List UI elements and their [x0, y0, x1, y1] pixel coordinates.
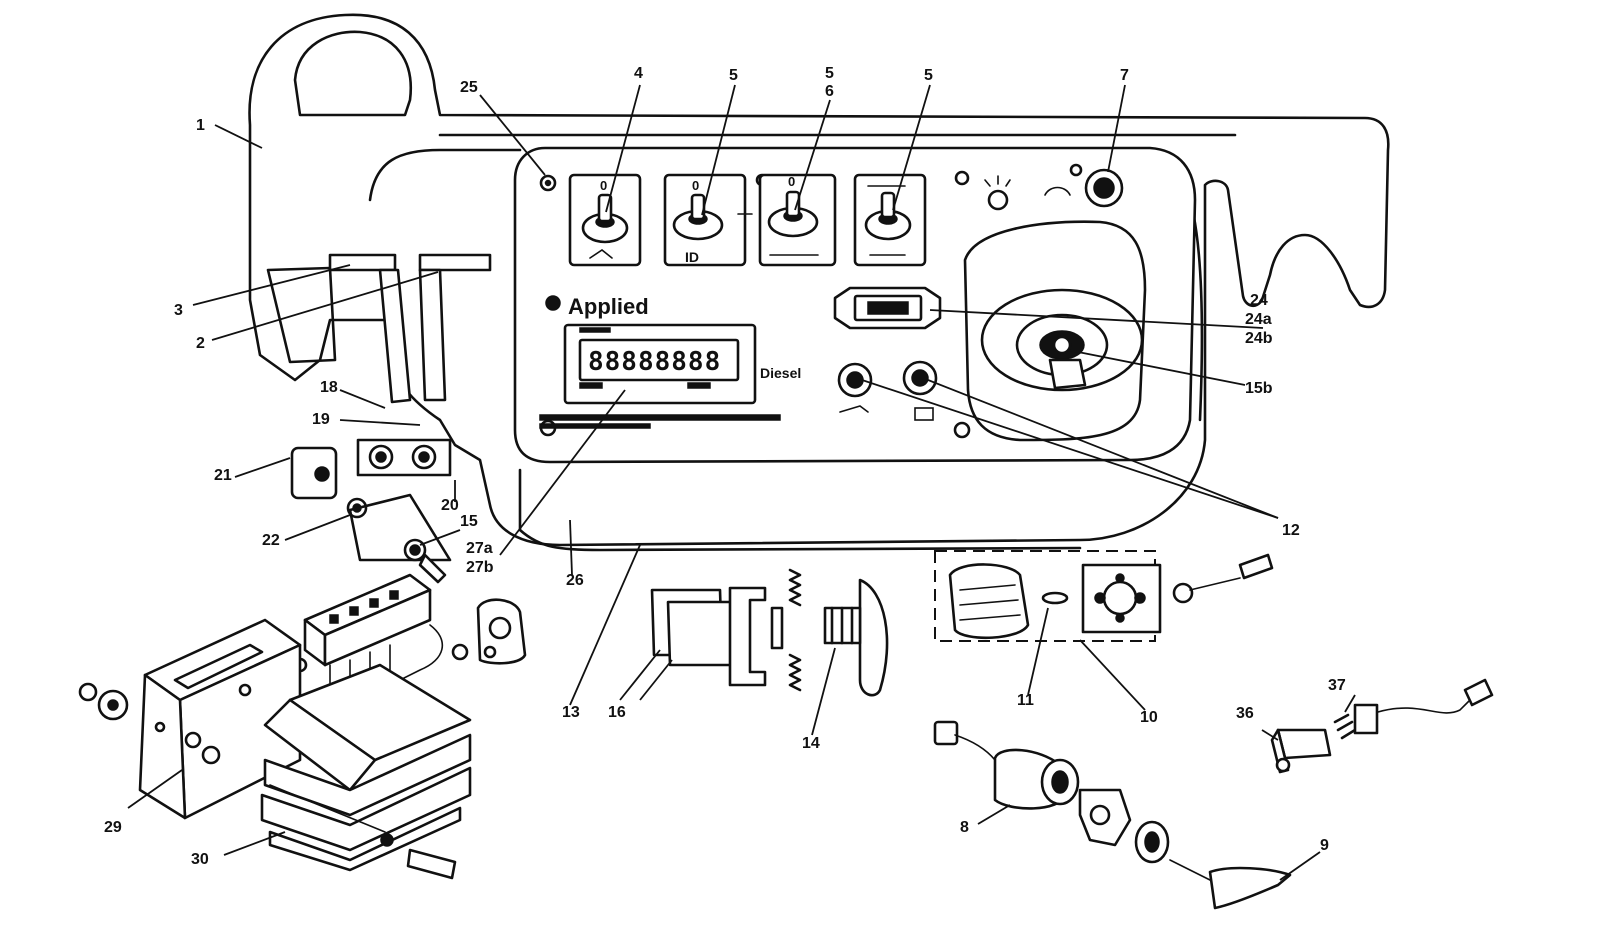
bracket-36	[1270, 728, 1332, 774]
callout-4: 4	[634, 65, 643, 82]
lamp-lead	[1172, 553, 1274, 604]
bracket-plate	[348, 493, 452, 562]
pushbutton-14	[823, 578, 889, 697]
assembly-10-boundary	[934, 550, 1156, 642]
callout-8: 8	[960, 819, 969, 836]
fasteners-29	[78, 682, 221, 765]
sensor-37	[1333, 678, 1494, 740]
callout-14: 14	[802, 735, 820, 752]
bulb-11	[1041, 591, 1069, 605]
callout-10: 10	[1140, 709, 1158, 726]
callout-9: 9	[1320, 837, 1329, 854]
callout-24: 24	[1250, 292, 1268, 309]
callout-1: 1	[196, 117, 205, 134]
fuel-label: Diesel	[760, 365, 801, 381]
svg-text:0: 0	[692, 178, 699, 193]
terminal-block	[303, 573, 432, 667]
callout-13: 13	[562, 704, 580, 721]
regulator-heatsink-30	[260, 663, 472, 872]
callout-30: 30	[191, 851, 209, 868]
lamp-housing-10	[948, 563, 1162, 640]
switch-4[interactable]: 0	[568, 173, 642, 267]
leader-lines	[127, 84, 1356, 881]
callout-24a: 24a	[1245, 311, 1272, 328]
callout-5: 5	[825, 65, 834, 82]
callout-5: 5	[729, 67, 738, 84]
callout-labels: 1 2 3 4 5 5 6 5 7 8 9 10 11 12 13 14 15 …	[104, 65, 1346, 868]
switch-5a[interactable]: 0 ID	[663, 173, 747, 267]
callout-16: 16	[608, 704, 626, 721]
mounting-nut-8	[1078, 788, 1170, 864]
gasket-plate	[476, 598, 527, 665]
svg-text:ID: ID	[685, 249, 699, 265]
callout-18: 18	[320, 379, 338, 396]
brand-label: Applied	[568, 294, 649, 319]
callout-37: 37	[1328, 677, 1346, 694]
key-9	[1169, 859, 1292, 910]
callout-15: 15	[460, 513, 478, 530]
callout-36: 36	[1236, 705, 1254, 722]
switch-5b-6[interactable]: 0	[737, 173, 837, 267]
svg-text:0: 0	[600, 178, 607, 193]
callout-22: 22	[262, 532, 280, 549]
switch-5c[interactable]	[853, 173, 927, 267]
key-switch-24b[interactable]	[980, 288, 1144, 392]
relay-16	[650, 568, 802, 692]
callout-6: 6	[825, 83, 834, 100]
callout-12: 12	[1282, 522, 1300, 539]
levers	[328, 253, 492, 477]
knob-7[interactable]	[1044, 168, 1124, 208]
callout-24b: 24b	[1245, 330, 1273, 347]
callout-27a: 27a	[466, 540, 493, 557]
callout-11: 11	[1017, 692, 1034, 709]
front-panel: 0 0 ID 0	[513, 146, 1197, 464]
callout-20: 20	[441, 497, 459, 514]
callout-15b: 15b	[1245, 380, 1273, 397]
ignition-switch-8	[933, 720, 1080, 810]
callout-5: 5	[924, 67, 933, 84]
hour-meter-digits: 88888888	[588, 347, 721, 377]
callout-19: 19	[312, 411, 330, 428]
callout-7: 7	[1120, 67, 1129, 84]
svg-text:0: 0	[788, 174, 795, 189]
callout-3: 3	[174, 302, 183, 319]
callout-26: 26	[566, 572, 584, 589]
connector-24[interactable]	[833, 286, 942, 330]
callout-29: 29	[104, 819, 122, 836]
switch-21	[290, 446, 338, 500]
callout-27b: 27b	[466, 559, 494, 576]
hour-meter: 88888888	[539, 323, 781, 429]
dial-selector[interactable]	[984, 175, 1011, 211]
callout-25: 25	[460, 79, 478, 96]
warning-light-battery	[902, 360, 938, 421]
callout-2: 2	[196, 335, 205, 352]
callout-21: 21	[214, 467, 232, 484]
